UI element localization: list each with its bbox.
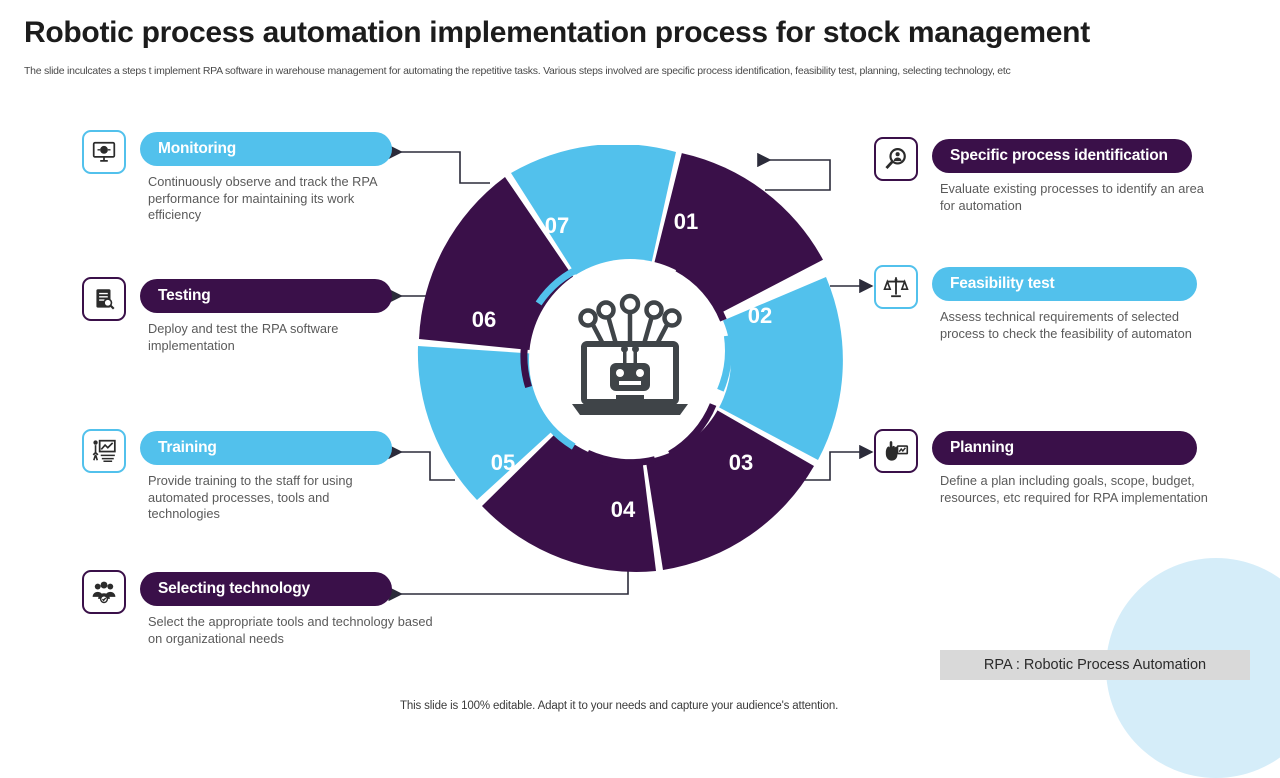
connector-lines (388, 144, 874, 602)
card-description: Provide training to the staff for using … (148, 473, 353, 522)
connector-01 (757, 152, 831, 191)
inner-arc-07 (535, 263, 586, 306)
wheel-label-05: 05 (491, 450, 515, 475)
rpa-legend-text: RPA : Robotic Process Automation (983, 657, 1207, 673)
wheel-label-02: 02 (748, 303, 772, 328)
card-title: Specific process identification (950, 147, 1168, 164)
wheel-label-03: 03 (729, 450, 753, 475)
balance-scale-icon (874, 265, 918, 309)
card-title-pill[interactable]: Monitoring (140, 132, 392, 166)
wheel-segment-02[interactable] (630, 277, 843, 460)
monitor-globe-icon (82, 130, 126, 174)
wheel-label-06: 06 (472, 307, 496, 332)
card-description: Define a plan including goals, scope, bu… (940, 473, 1208, 505)
footer-note: This slide is 100% editable. Adapt it to… (400, 700, 839, 712)
inner-arc-06 (520, 316, 535, 389)
robot-laptop-icon (572, 293, 688, 415)
wheel-label-04: 04 (611, 497, 636, 522)
wheel-label-07: 07 (545, 213, 569, 238)
card-title: Monitoring (158, 140, 237, 157)
wheel-label-01: 01 (674, 209, 698, 234)
hand-plan-board-icon (874, 429, 918, 473)
card-title-pill[interactable]: Testing (140, 279, 392, 313)
magnifier-person-icon (874, 137, 918, 181)
card-title-pill[interactable]: Planning (932, 431, 1197, 465)
page-subtitle: The slide inculcates a steps t implement… (24, 65, 1011, 77)
inner-arc-02 (717, 335, 732, 392)
inner-arc-01 (675, 265, 727, 322)
card-title: Training (158, 439, 217, 456)
connector-03 (800, 444, 874, 481)
card-title-pill[interactable]: Training (140, 431, 392, 465)
card-title: Selecting technology (158, 580, 310, 597)
rpa-legend-box: RPA : Robotic Process Automation (940, 650, 1250, 680)
people-group-icon (82, 570, 126, 614)
inner-arc-04 (586, 449, 656, 467)
card-title-pill[interactable]: Selecting technology (140, 572, 392, 606)
card-title: Planning (950, 439, 1014, 456)
inner-arc-03 (668, 403, 717, 458)
inner-arc-05 (530, 400, 576, 450)
clipboard-search-icon (82, 277, 126, 321)
card-title: Testing (158, 287, 211, 304)
page-title: Robotic process automation implementatio… (24, 16, 1090, 49)
card-title-pill[interactable]: Specific process identification (932, 139, 1192, 173)
process-wheel: 01 02 03 04 05 06 07 (417, 145, 843, 572)
card-description: Assess technical requirements of selecte… (940, 309, 1192, 341)
card-title-pill[interactable]: Feasibility test (932, 267, 1197, 301)
card-title: Feasibility test (950, 275, 1055, 292)
connector-07 (388, 144, 490, 184)
card-description: Deploy and test the RPA software impleme… (148, 321, 339, 353)
card-description: Select the appropriate tools and technol… (148, 614, 433, 646)
wheel-inner-ring (520, 263, 732, 467)
card-description: Continuously observe and track the RPA p… (148, 174, 377, 223)
connector-05 (388, 444, 455, 481)
card-description: Evaluate existing processes to identify … (940, 181, 1204, 213)
presenter-board-icon (82, 429, 126, 473)
